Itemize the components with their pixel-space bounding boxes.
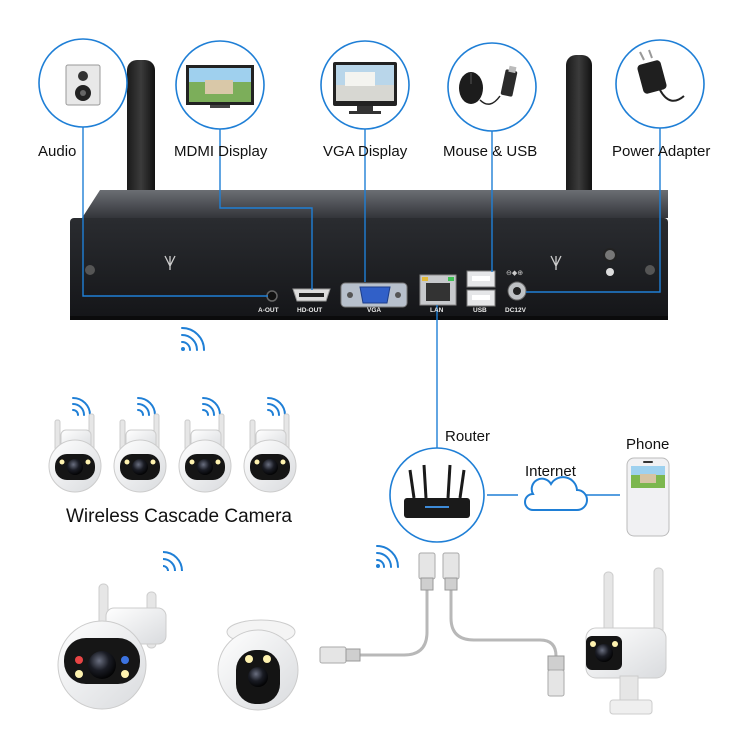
vga-port-label: VGA [367, 307, 382, 314]
mouse-usb-label: Mouse & USB [443, 143, 538, 160]
wireless-camera-2 [113, 397, 167, 493]
hdmi-display-circle [175, 40, 265, 130]
vga-display-label: VGA Display [323, 143, 408, 160]
lan-port-label: LAN [430, 307, 444, 314]
router-circle [389, 447, 485, 543]
lan-port [419, 274, 457, 306]
dome-camera [217, 619, 299, 711]
phone-label: Phone [626, 436, 670, 453]
cable-wifi-icon [376, 545, 399, 568]
rj45-plugs [319, 552, 565, 697]
a-out-port-label: A-OUT [258, 307, 279, 314]
router-label: Router [445, 428, 491, 445]
a-out-port [266, 290, 278, 302]
hd-out-port [292, 288, 331, 302]
audio-circle [38, 38, 128, 128]
usb-port-label: USB [473, 307, 487, 314]
wireless-camera-3 [178, 397, 232, 493]
wireless-camera-group [48, 397, 297, 493]
bullet-camera [585, 567, 667, 715]
connection-lines [82, 120, 661, 496]
hd-out-port-label: HD-OUT [297, 307, 323, 314]
vga-port [340, 282, 408, 308]
dc-power-port: ⊖◆⊕ [506, 270, 527, 301]
ethernet-cables [360, 590, 558, 657]
wireless-cascade-camera-caption: Wireless Cascade Camera [66, 506, 292, 527]
power-adapter-circle [615, 39, 705, 129]
phone-icon [626, 457, 670, 537]
internet-cloud-icon [524, 476, 588, 511]
hdmi-display-label: MDMI Display [174, 143, 268, 160]
svg-text:⊖◆⊕: ⊖◆⊕ [506, 270, 523, 277]
dc-port-label: DC12V [505, 307, 526, 314]
vga-display-circle [320, 40, 410, 130]
wireless-camera-4 [243, 397, 297, 493]
usb-ports [466, 270, 496, 307]
power-adapter-label: Power Adapter [612, 143, 711, 160]
wireless-ptz-camera [57, 551, 183, 710]
audio-label: Audio [38, 143, 77, 160]
nvr-wifi-icon [181, 327, 205, 351]
mouse-usb-circle [447, 42, 537, 132]
internet-label: Internet [525, 463, 576, 480]
wireless-camera-1 [48, 397, 102, 493]
